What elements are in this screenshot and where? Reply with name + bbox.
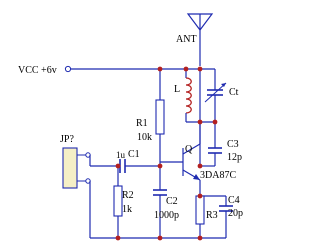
- resistor-r2: [113, 185, 123, 217]
- connector-label: JP?: [60, 134, 74, 145]
- fm-transmitter-schematic: ANT VCC +6v R1 10k L Ct C3 12p Q 3DA87C: [18, 13, 243, 241]
- r3-label: R3: [206, 210, 218, 221]
- connector-jp: [62, 147, 78, 189]
- resistor-r1: [155, 99, 165, 135]
- c4-value: 20p: [228, 208, 243, 219]
- resistor-r3: [195, 195, 205, 225]
- r1-value: 10k: [137, 132, 152, 143]
- inductor-l: [185, 77, 192, 114]
- c3-label: C3: [227, 139, 239, 150]
- c1-label: C1: [128, 149, 140, 160]
- trimmer-adjust-arrow: [204, 82, 227, 103]
- ct-label: Ct: [229, 87, 239, 98]
- c2-label: C2: [166, 196, 178, 207]
- r2-value: 1k: [122, 204, 132, 215]
- inductor-label: L: [174, 84, 180, 95]
- antenna-label: ANT: [176, 34, 197, 45]
- r2-label: R2: [122, 190, 134, 201]
- vcc-terminal: [64, 65, 72, 73]
- transistor-part-label: 3DA87C: [200, 170, 236, 181]
- r1-label: R1: [136, 118, 148, 129]
- c4-label: C4: [228, 195, 240, 206]
- transistor-q: [160, 122, 201, 181]
- transistor-q-label: Q: [185, 144, 193, 155]
- junction-dots: [115, 66, 218, 241]
- c1-value: 1u: [116, 150, 126, 160]
- c2-value: 1000p: [154, 210, 179, 221]
- antenna-symbol: [186, 13, 214, 66]
- vcc-label: VCC +6v: [18, 65, 57, 76]
- c3-value: 12p: [227, 152, 242, 163]
